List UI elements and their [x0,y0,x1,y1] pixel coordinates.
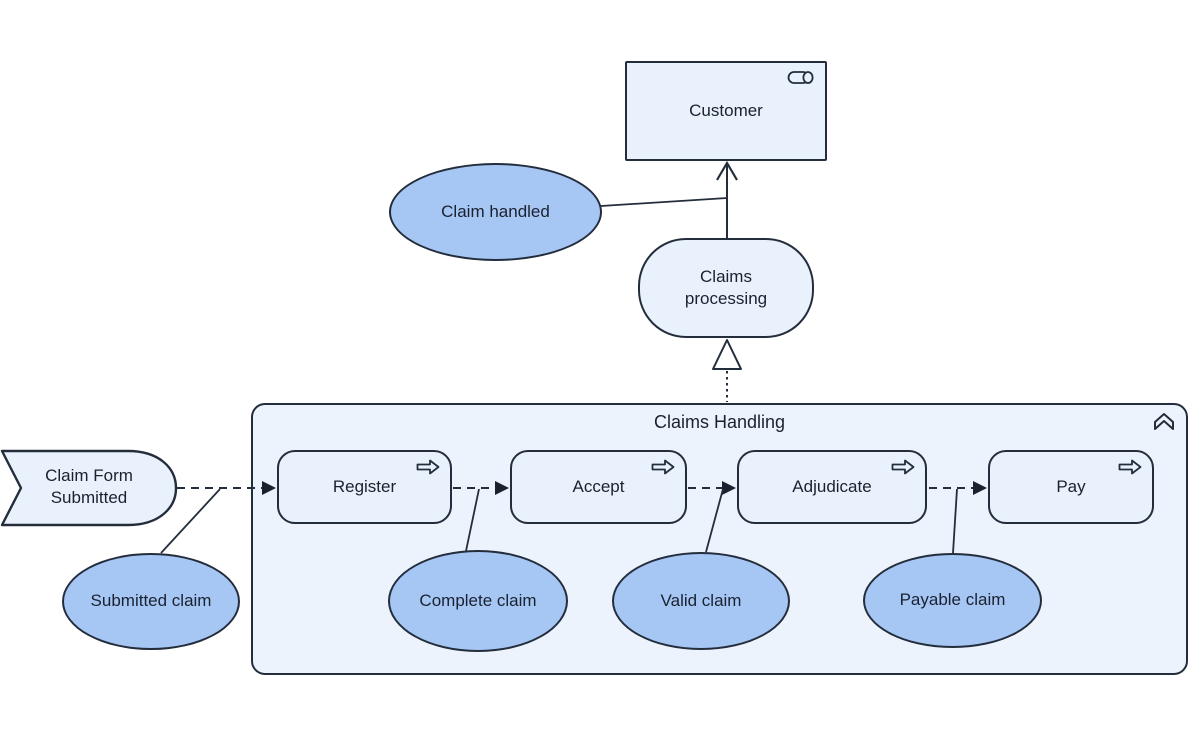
accept-label: Accept [572,476,625,496]
claim-form-submitted-event-node: Claim Form Submitted [0,449,178,527]
realization-connector [712,339,742,402]
customer-label: Customer [689,100,763,120]
object-node-complete-claim: Complete claim [388,550,568,652]
claim-handled-goal-node: Claim handled [389,163,602,261]
chevron-band-icon [1152,412,1176,430]
complete-claim-label: Complete claim [419,590,537,610]
valid-claim-label: Valid claim [660,590,742,610]
process-arrow-icon [1118,459,1142,475]
process-node-pay: Pay [988,450,1154,524]
object-node-payable-claim: Payable claim [863,553,1042,648]
claims-processing-service-node: Claims processing [638,238,814,338]
payable-claim-label: Payable claim [899,590,1006,610]
event-shape [0,449,178,527]
process-arrow-icon [416,459,440,475]
object-node-valid-claim: Valid claim [612,552,790,650]
claim-handled-label: Claim handled [441,201,550,221]
pay-label: Pay [1056,476,1086,496]
claims-processing-label: Claims processing [684,266,768,308]
process-arrow-icon [891,459,915,475]
customer-actor-node: Customer [625,61,827,161]
container-title: Claims Handling [653,412,786,432]
process-arrow-icon [651,459,675,475]
process-node-adjudicate: Adjudicate [737,450,927,524]
adjudicate-label: Adjudicate [792,476,872,496]
submitted-claim-label: Submitted claim [90,591,212,611]
register-label: Register [332,476,397,496]
object-node-submitted-claim: Submitted claim [62,553,240,650]
serving-arrow [716,160,738,238]
role-icon [787,70,815,85]
event-label: Claim Form Submitted [45,465,133,507]
process-node-accept: Accept [510,450,687,524]
goal-association-line [600,197,728,207]
process-node-register: Register [277,450,452,524]
